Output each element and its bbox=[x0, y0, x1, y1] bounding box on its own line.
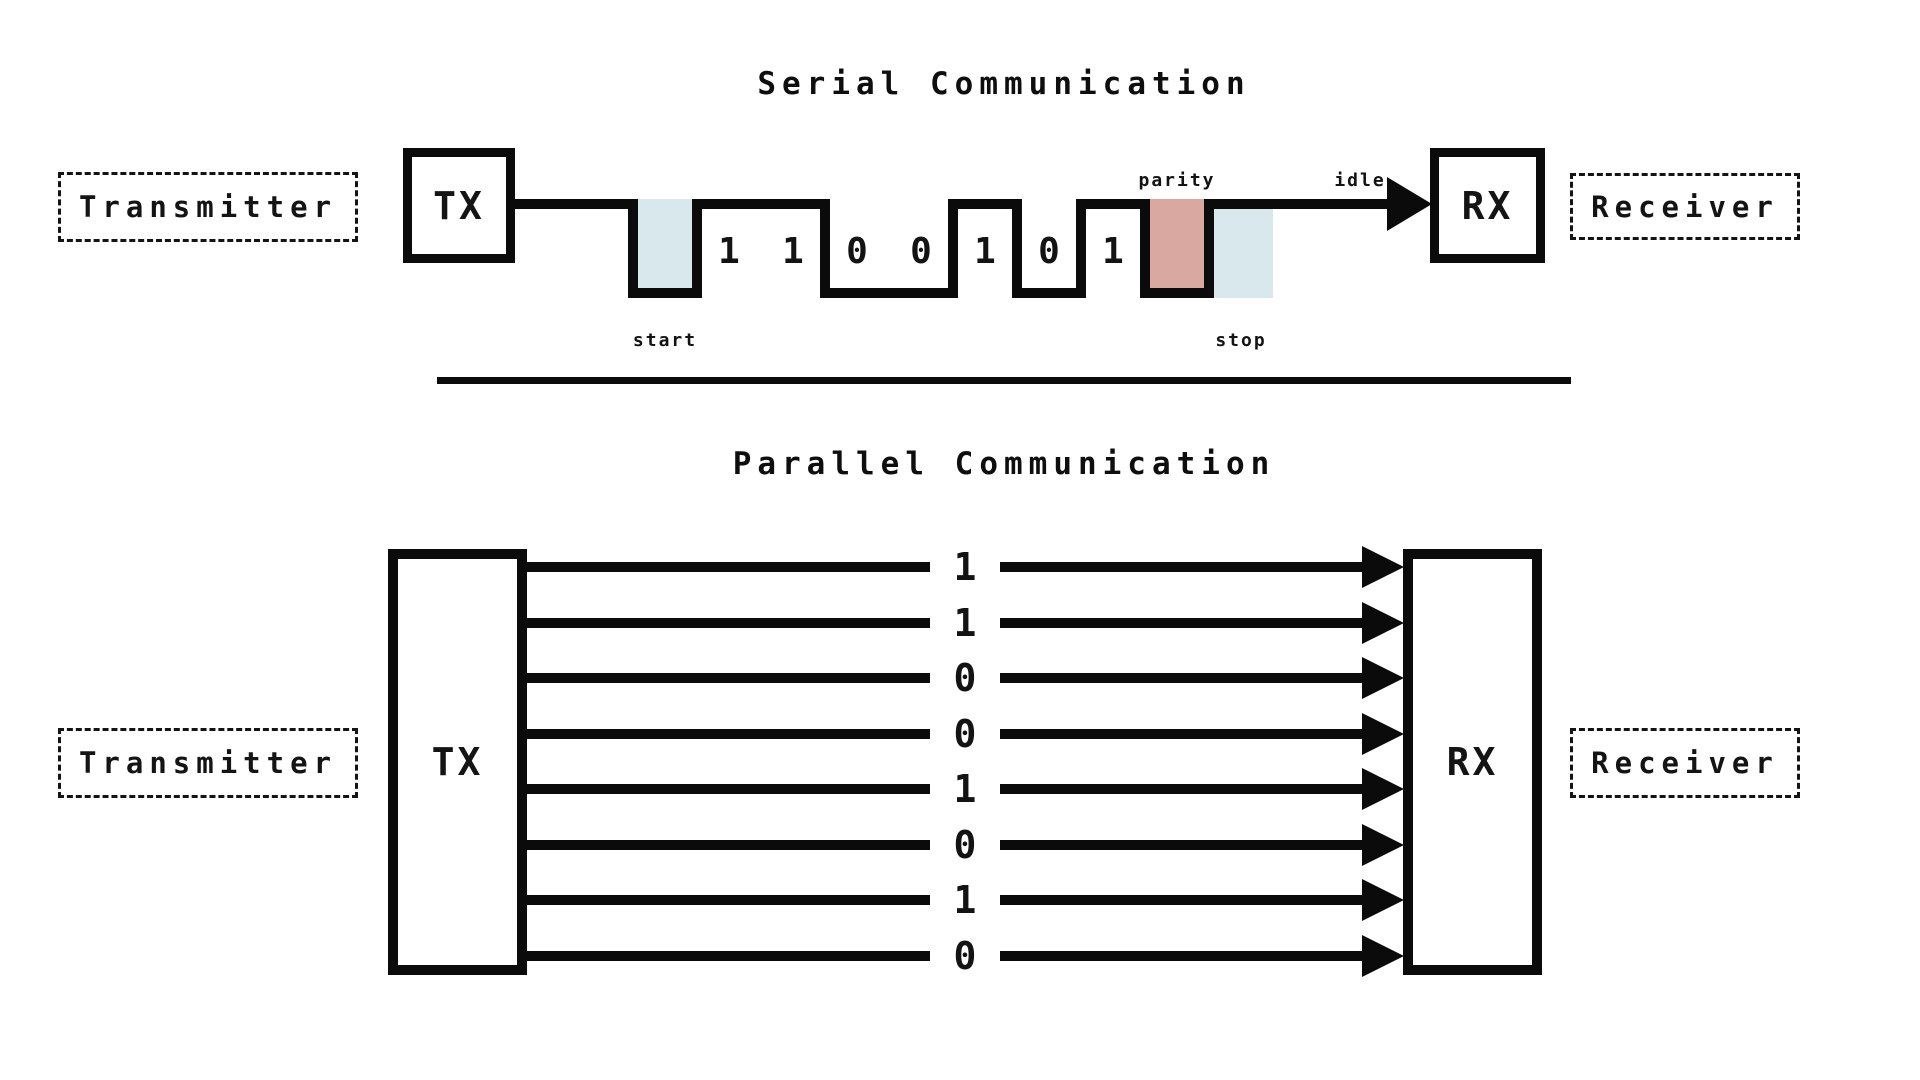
parallel-arrowhead-icon bbox=[1362, 602, 1404, 644]
parallel-transmitter-box: Transmitter bbox=[58, 728, 358, 798]
parallel-line-segment bbox=[527, 895, 930, 905]
parallel-bit-digit: 0 bbox=[938, 652, 992, 704]
serial-rx-box: RX bbox=[1430, 148, 1545, 263]
serial-receiver-label: Receiver bbox=[1591, 189, 1779, 224]
serial-line-transition bbox=[820, 199, 830, 298]
serial-parity-bit-shade bbox=[1145, 199, 1209, 298]
parallel-bit-digit: 0 bbox=[938, 930, 992, 982]
serial-bit-digit: 0 bbox=[1038, 231, 1060, 272]
serial-start-label: start bbox=[632, 330, 698, 351]
serial-line-transition bbox=[628, 199, 638, 298]
serial-tx-box: TX bbox=[403, 148, 515, 263]
parallel-arrowhead-icon bbox=[1362, 935, 1404, 977]
parallel-arrowhead-icon bbox=[1362, 768, 1404, 810]
serial-idle-label: idle bbox=[1334, 170, 1386, 191]
parallel-line-segment bbox=[1000, 895, 1364, 905]
parallel-bit-digit: 1 bbox=[938, 874, 992, 926]
serial-line-transition bbox=[948, 199, 958, 298]
parallel-bit-digit: 0 bbox=[938, 708, 992, 760]
serial-section-title: Serial Communication bbox=[757, 66, 1251, 102]
serial-line-segment bbox=[756, 199, 830, 209]
serial-line-transition bbox=[692, 199, 702, 298]
parallel-arrowhead-icon bbox=[1362, 713, 1404, 755]
parallel-arrowhead-icon bbox=[1362, 657, 1404, 699]
parallel-bit-digit: 1 bbox=[938, 541, 992, 593]
parallel-line-segment bbox=[1000, 562, 1364, 572]
parallel-line-segment bbox=[1000, 673, 1364, 683]
serial-line-segment bbox=[884, 288, 958, 298]
parallel-bit-digit: 0 bbox=[938, 819, 992, 871]
parallel-section-title: Parallel Communication bbox=[732, 446, 1276, 482]
parallel-bit-digit: 1 bbox=[938, 763, 992, 815]
serial-bit-digit: 1 bbox=[782, 231, 804, 272]
serial-line-segment bbox=[1076, 199, 1150, 209]
parallel-line-segment bbox=[527, 729, 930, 739]
serial-parity-label: parity bbox=[1138, 170, 1216, 191]
parallel-line-segment bbox=[527, 562, 930, 572]
serial-line-segment bbox=[1140, 288, 1214, 298]
serial-bit-digit: 1 bbox=[1102, 231, 1124, 272]
parallel-line-segment bbox=[527, 784, 930, 794]
serial-stop-label: stop bbox=[1215, 330, 1267, 351]
parallel-tx-label: TX bbox=[431, 740, 484, 784]
serial-transmitter-label: Transmitter bbox=[78, 190, 338, 224]
serial-line-segment bbox=[1204, 199, 1278, 209]
serial-transmitter-box: Transmitter bbox=[58, 172, 358, 242]
serial-bit-digit: 1 bbox=[974, 231, 996, 272]
serial-arrowhead-icon bbox=[1387, 177, 1432, 231]
serial-line-segment bbox=[948, 199, 1022, 209]
parallel-rx-label: RX bbox=[1446, 740, 1499, 784]
parallel-line-segment bbox=[527, 840, 930, 850]
serial-idle-line bbox=[1268, 199, 1392, 209]
parallel-receiver-box: Receiver bbox=[1570, 728, 1800, 798]
parallel-line-segment bbox=[1000, 784, 1364, 794]
serial-line-transition bbox=[1012, 199, 1022, 298]
parallel-line-segment bbox=[527, 618, 930, 628]
parallel-line-segment bbox=[1000, 729, 1364, 739]
parallel-receiver-label: Receiver bbox=[1591, 746, 1779, 780]
parallel-arrowhead-icon bbox=[1362, 879, 1404, 921]
parallel-arrowhead-icon bbox=[1362, 546, 1404, 588]
serial-line-segment bbox=[628, 288, 702, 298]
parallel-transmitter-label: Transmitter bbox=[78, 746, 338, 780]
parallel-bit-digit: 1 bbox=[938, 597, 992, 649]
serial-line-transition bbox=[1076, 199, 1086, 298]
parallel-line-segment bbox=[1000, 951, 1364, 961]
serial-bit-digit: 0 bbox=[846, 231, 868, 272]
section-divider bbox=[437, 377, 1571, 384]
serial-stop-bit-shade bbox=[1209, 199, 1273, 298]
serial-tx-label: TX bbox=[433, 183, 485, 228]
parallel-tx-box: TX bbox=[388, 549, 527, 975]
parallel-rx-box: RX bbox=[1403, 549, 1542, 975]
parallel-line-segment bbox=[1000, 840, 1364, 850]
serial-line-segment bbox=[692, 199, 766, 209]
parallel-arrowhead-icon bbox=[1362, 824, 1404, 866]
parallel-line-segment bbox=[1000, 618, 1364, 628]
serial-bit-digit: 0 bbox=[910, 231, 932, 272]
parallel-line-segment bbox=[527, 673, 930, 683]
serial-start-bit-shade bbox=[633, 199, 697, 298]
parallel-line-segment bbox=[527, 951, 930, 961]
serial-bit-digit: 1 bbox=[718, 231, 740, 272]
serial-line-transition bbox=[1204, 199, 1214, 298]
serial-line-transition bbox=[1140, 199, 1150, 298]
serial-line-segment bbox=[1012, 288, 1086, 298]
serial-rx-label: RX bbox=[1461, 183, 1514, 228]
serial-line-segment bbox=[820, 288, 894, 298]
serial-line-segment bbox=[515, 199, 638, 209]
serial-receiver-box: Receiver bbox=[1570, 173, 1800, 240]
